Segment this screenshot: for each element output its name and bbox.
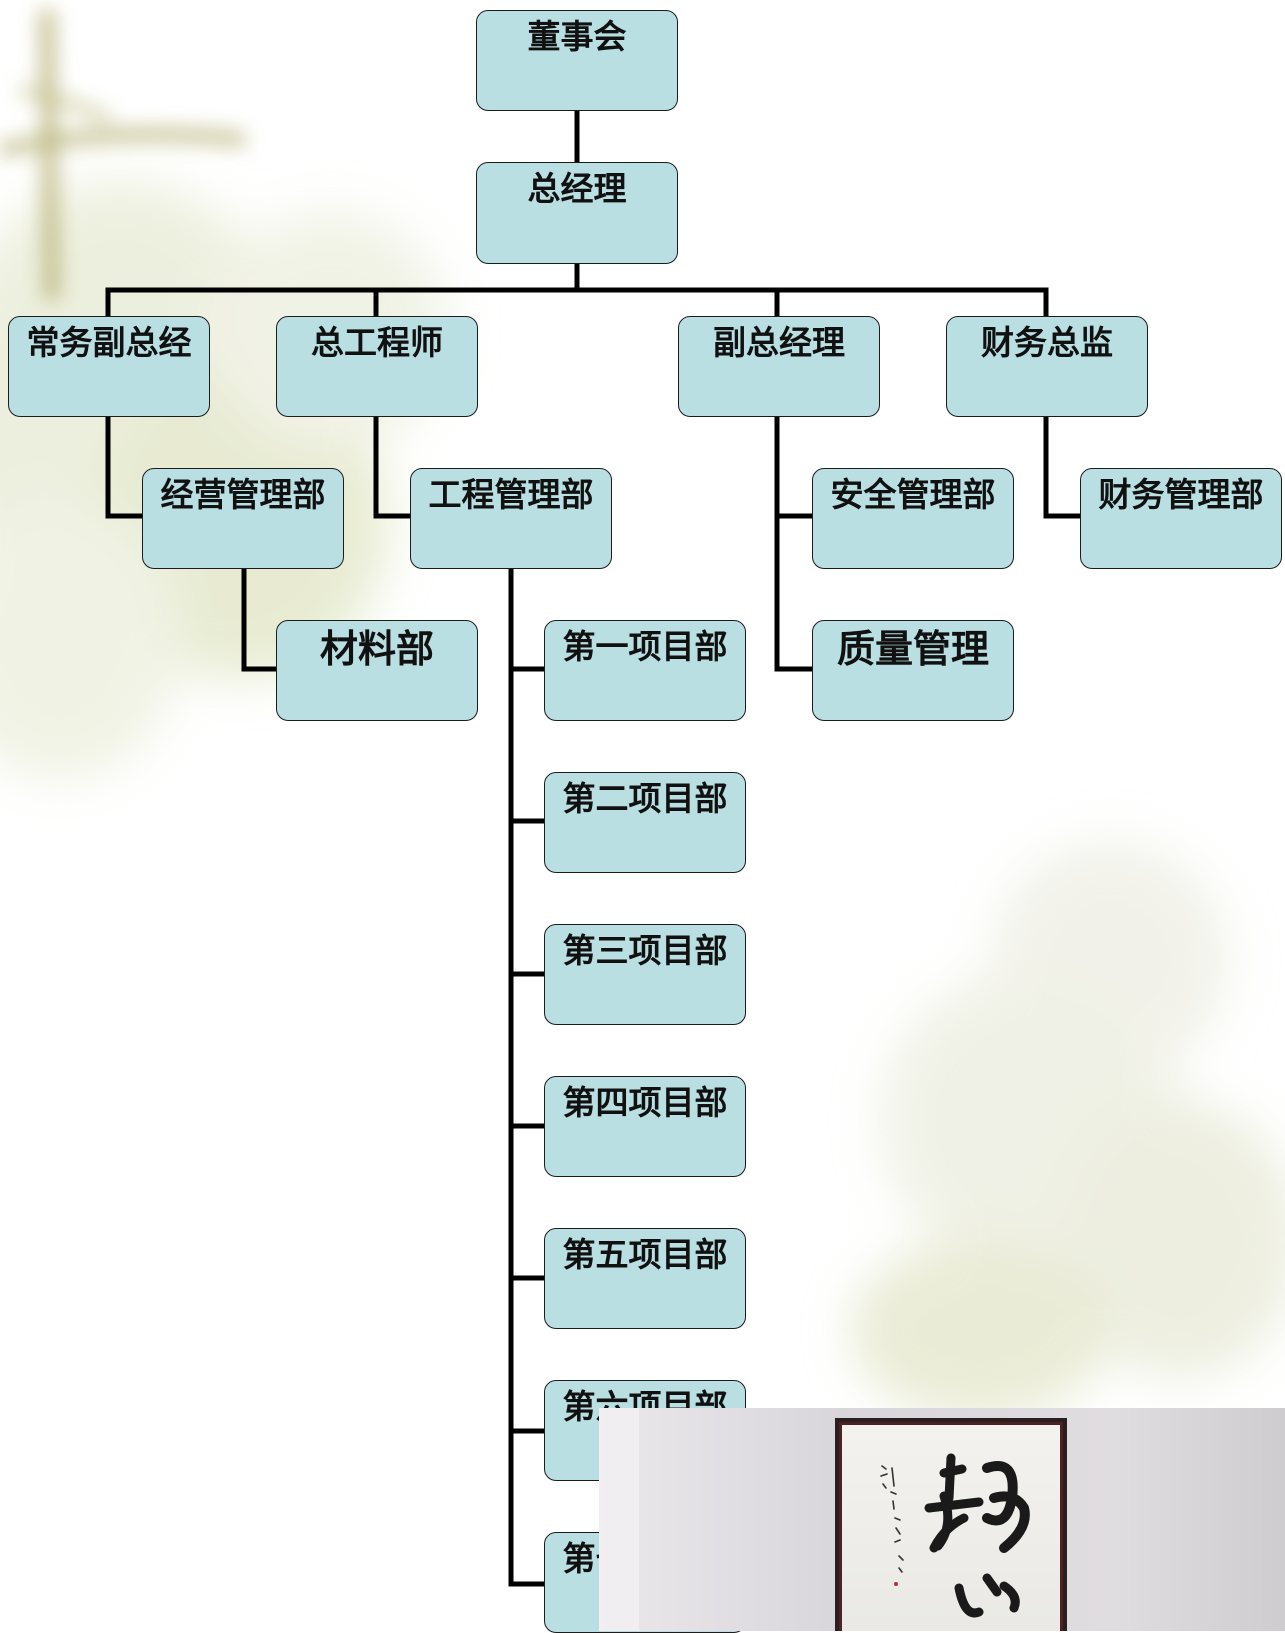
framed-calligraphy-photo xyxy=(599,1408,1285,1631)
node-project-2: 第二项目部 xyxy=(544,772,746,873)
calligraphy-photo-image xyxy=(599,1408,1285,1631)
connector-chief-engineering xyxy=(373,414,413,519)
node-deputy-gm: 副总经理 xyxy=(678,316,880,417)
node-project-5: 第五项目部 xyxy=(544,1228,746,1329)
node-business-dept: 经营管理部 xyxy=(142,468,344,569)
calligraphy-jingxin xyxy=(924,1453,1030,1618)
lotus-flowers-right xyxy=(850,840,1285,1420)
node-finance-dept: 财务管理部 xyxy=(1080,468,1282,569)
connector-cfo-finance xyxy=(1043,414,1083,519)
node-project-3: 第三项目部 xyxy=(544,924,746,1025)
node-engineering-dept: 工程管理部 xyxy=(410,468,612,569)
connector-executive-business xyxy=(105,414,146,519)
node-chief-engineer: 总工程师 xyxy=(276,316,478,417)
node-cfo: 财务总监 xyxy=(946,316,1148,417)
node-board: 董事会 xyxy=(476,10,678,111)
node-general-manager: 总经理 xyxy=(476,162,678,264)
connector-business-materials xyxy=(241,565,279,672)
node-materials-dept: 材料部 xyxy=(276,620,478,721)
node-project-1: 第一项目部 xyxy=(544,620,746,721)
bamboo-stalk xyxy=(0,9,246,301)
node-quality-dept: 质量管理 xyxy=(812,620,1014,721)
node-project-4: 第四项目部 xyxy=(544,1076,746,1177)
node-safety-dept: 安全管理部 xyxy=(812,468,1014,569)
calligraphy-inscription xyxy=(880,1465,904,1586)
node-executive-vp: 常务副总经 xyxy=(8,316,210,417)
